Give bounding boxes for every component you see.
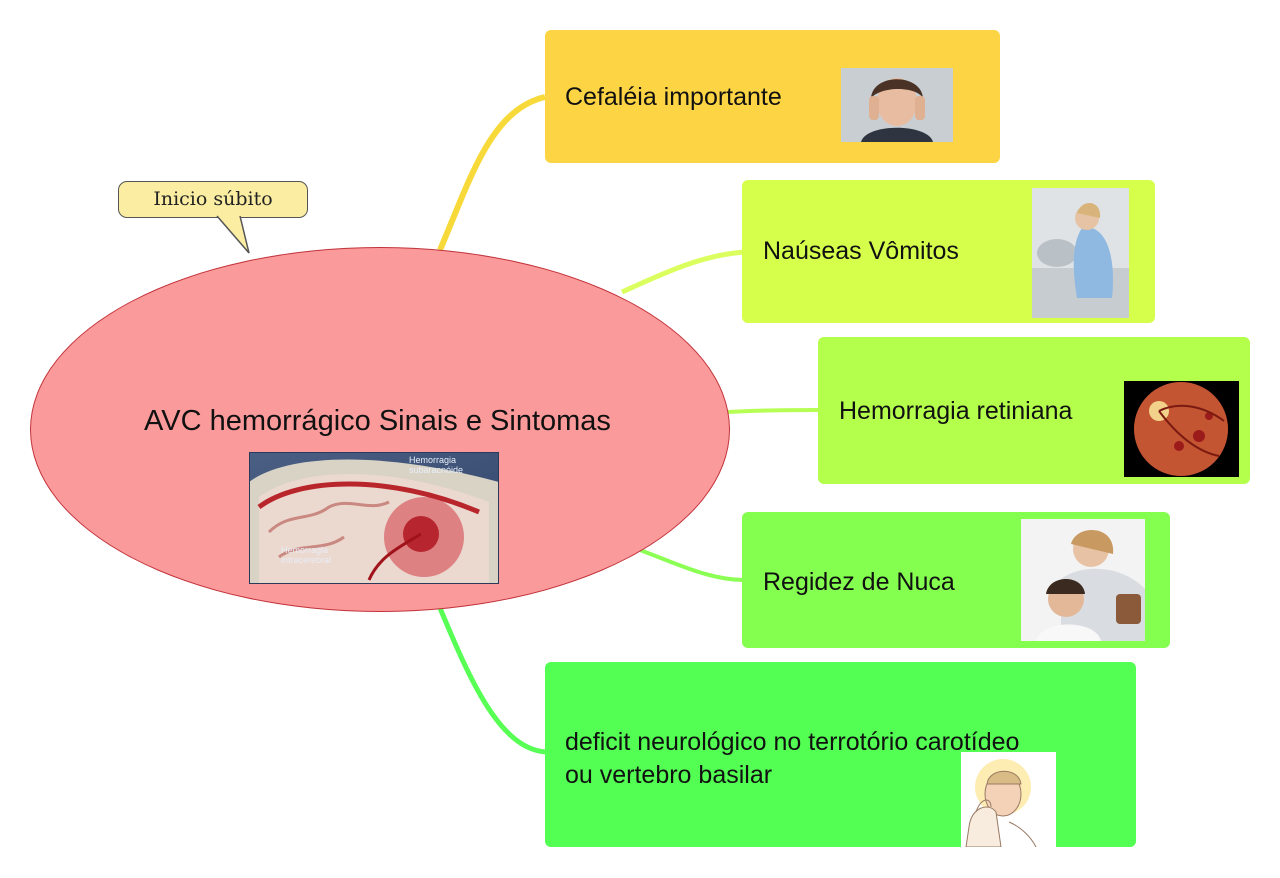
nausea-woman-photo-icon — [1032, 188, 1129, 318]
branch-regidez — [639, 548, 746, 582]
neurological-deficit-drawing-icon — [961, 752, 1056, 847]
brain-hemorrhage-image: Hemorragia subaracnóide Hemorragia intra… — [249, 452, 499, 584]
topic-nauseas[interactable]: Naúseas Vômitos — [742, 180, 1155, 323]
topic-regidez-nuca[interactable]: Regidez de Nuca — [742, 512, 1170, 648]
stiff-neck-photo-icon — [1021, 519, 1145, 641]
brain-illustration — [249, 452, 499, 584]
topic-nauseas-label: Naúseas Vômitos — [763, 237, 959, 265]
retina-fundus-photo-icon — [1124, 381, 1239, 477]
topic-hemorragia-retiniana[interactable]: Hemorragia retiniana — [818, 337, 1250, 484]
branch-deficit — [437, 607, 548, 755]
topic-cefaleia-label: Cefaléia importante — [565, 83, 782, 111]
branch-nauseas — [620, 249, 746, 295]
topic-hemorragia-label: Hemorragia retiniana — [839, 397, 1073, 425]
callout-label: Inicio súbito — [153, 188, 273, 210]
topic-deficit-neurologico[interactable]: deficit neurológico no terrotório carotí… — [545, 662, 1136, 847]
subarachnoid-label-2: subaracnóide — [409, 465, 464, 475]
intracerebral-label-1: Hemorragia — [281, 545, 329, 555]
callout-inicio-subito[interactable]: Inicio súbito — [118, 181, 308, 218]
topic-cefaleia[interactable]: Cefaléia importante — [545, 30, 1000, 163]
topic-deficit-label-line1: deficit neurológico no terrotório carotí… — [565, 728, 1020, 756]
branch-hemorragia — [727, 408, 821, 414]
headache-woman-photo-icon — [841, 68, 953, 142]
topic-deficit-label-line2: ou vertebro basilar — [565, 761, 773, 789]
branch-cefaleia — [437, 94, 546, 252]
topic-regidez-label: Regidez de Nuca — [763, 568, 955, 596]
central-topic-title: AVC hemorrágico Sinais e Sintomas — [144, 405, 611, 437]
callout-pointer — [216, 215, 250, 254]
intracerebral-label-2: intracerebral — [281, 555, 332, 565]
subarachnoid-label-1: Hemorragia — [409, 455, 457, 465]
